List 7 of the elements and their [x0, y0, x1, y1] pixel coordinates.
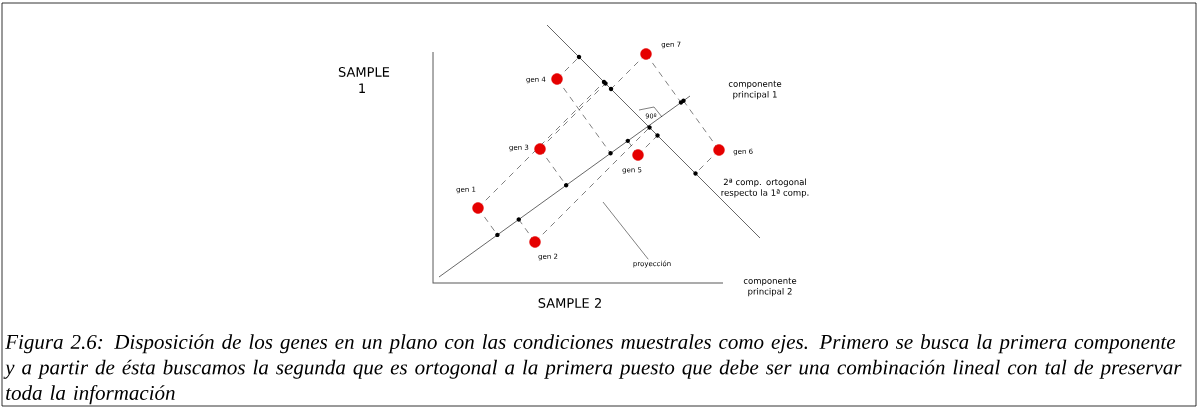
axis-label: SAMPLE 2	[538, 298, 601, 308]
axis-label: componente principal 2	[743, 277, 797, 297]
leader-line	[602, 201, 649, 260]
figure-caption: Figura 2.6: Disposición de los genes en un plano con las condiciones muestrales como ejes. Primero se busca la primera componente y a partir de ésta buscamos la segunda que es ortogonal a la primera puesto que debe ser una combinación lineal con tal de preservar toda la información	[3, 334, 1182, 405]
axis-label: 2ª comp. ortogonal respecto la 1ª comp.	[721, 178, 809, 198]
axis-label: SAMPLE 1	[338, 67, 390, 93]
axis-label: componente principal 1	[728, 80, 782, 100]
